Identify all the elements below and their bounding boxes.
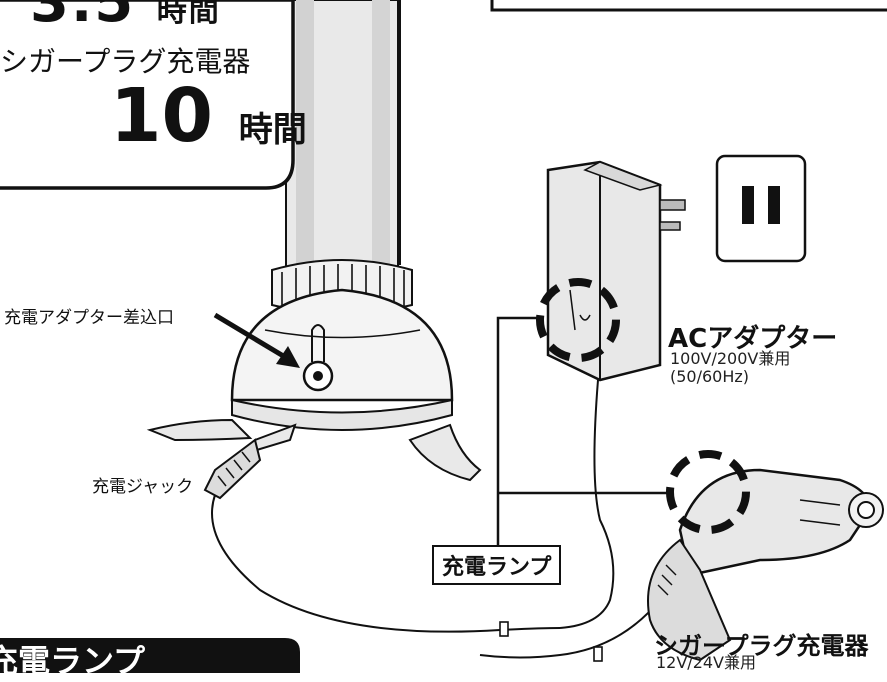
ac-adapter-spec-frequency: (50/60Hz) [670, 367, 750, 386]
jack-label: 充電ジャック [92, 477, 194, 497]
lamp-label-box: 充電ランプ [432, 545, 562, 585]
cigar-lamp-highlight [666, 450, 750, 534]
cigar-charger-spec: 12V/24V兼用 [656, 653, 757, 672]
wall-outlet [715, 154, 807, 263]
cigar-charger-title: シガープラグ充電器 [654, 632, 869, 660]
info-box-frame [0, 0, 295, 190]
charging-jack [203, 423, 297, 500]
cords [211, 379, 661, 659]
ac-adapter-spec-voltage: 100V/200V兼用 [670, 349, 791, 368]
bottom-banner-bg [0, 638, 300, 673]
bottom-banner-title: 充電ランプ [0, 642, 146, 680]
charger-time-number: 10 [110, 73, 213, 159]
top-right-frame [490, 0, 887, 12]
lamp-base [146, 288, 482, 482]
ac-lamp-highlight [536, 278, 620, 362]
cigar-charger [647, 468, 884, 662]
info-charger-time: 10 時間 [110, 76, 307, 170]
info-top-value: 3.5 時間 [30, 0, 221, 35]
ac-adapter [546, 160, 686, 382]
lamp-tube [285, 0, 401, 271]
charger-time-unit: 時間 [238, 110, 307, 150]
top-value-unit: 時間 [156, 0, 221, 29]
adapter-port-label: 充電アダプター差込口 [4, 308, 174, 328]
lamp-leader-lines [496, 316, 668, 545]
port-arrow [213, 312, 300, 368]
top-value-number: 3.5 [30, 0, 136, 35]
ac-adapter-title: ACアダプター [668, 324, 838, 354]
info-charger-label: シガープラグ充電器 [0, 45, 251, 78]
cord-ties [499, 621, 603, 662]
